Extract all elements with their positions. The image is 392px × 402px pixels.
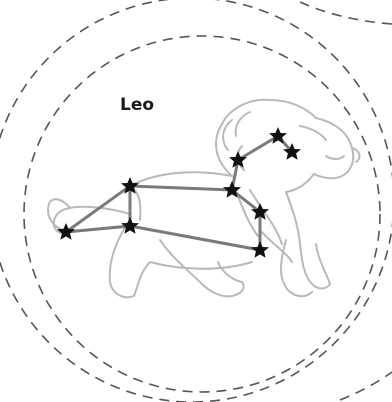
star-icon [251, 241, 269, 258]
star-icon [57, 223, 75, 240]
corner-dashed-arc-bottom [340, 372, 392, 400]
constellation-name: Leo [120, 95, 154, 115]
constellation-stars [57, 127, 301, 258]
corner-dashed-arc [300, 2, 392, 24]
line-tail-to-hip [66, 186, 130, 232]
constellation-lines [66, 136, 292, 250]
inner-dashed-circle [24, 36, 380, 392]
lion-illustration [48, 100, 359, 297]
line-hip-to-back [130, 186, 232, 190]
line-belly-to-leg [130, 226, 260, 250]
line-mane-to-head [238, 136, 278, 160]
